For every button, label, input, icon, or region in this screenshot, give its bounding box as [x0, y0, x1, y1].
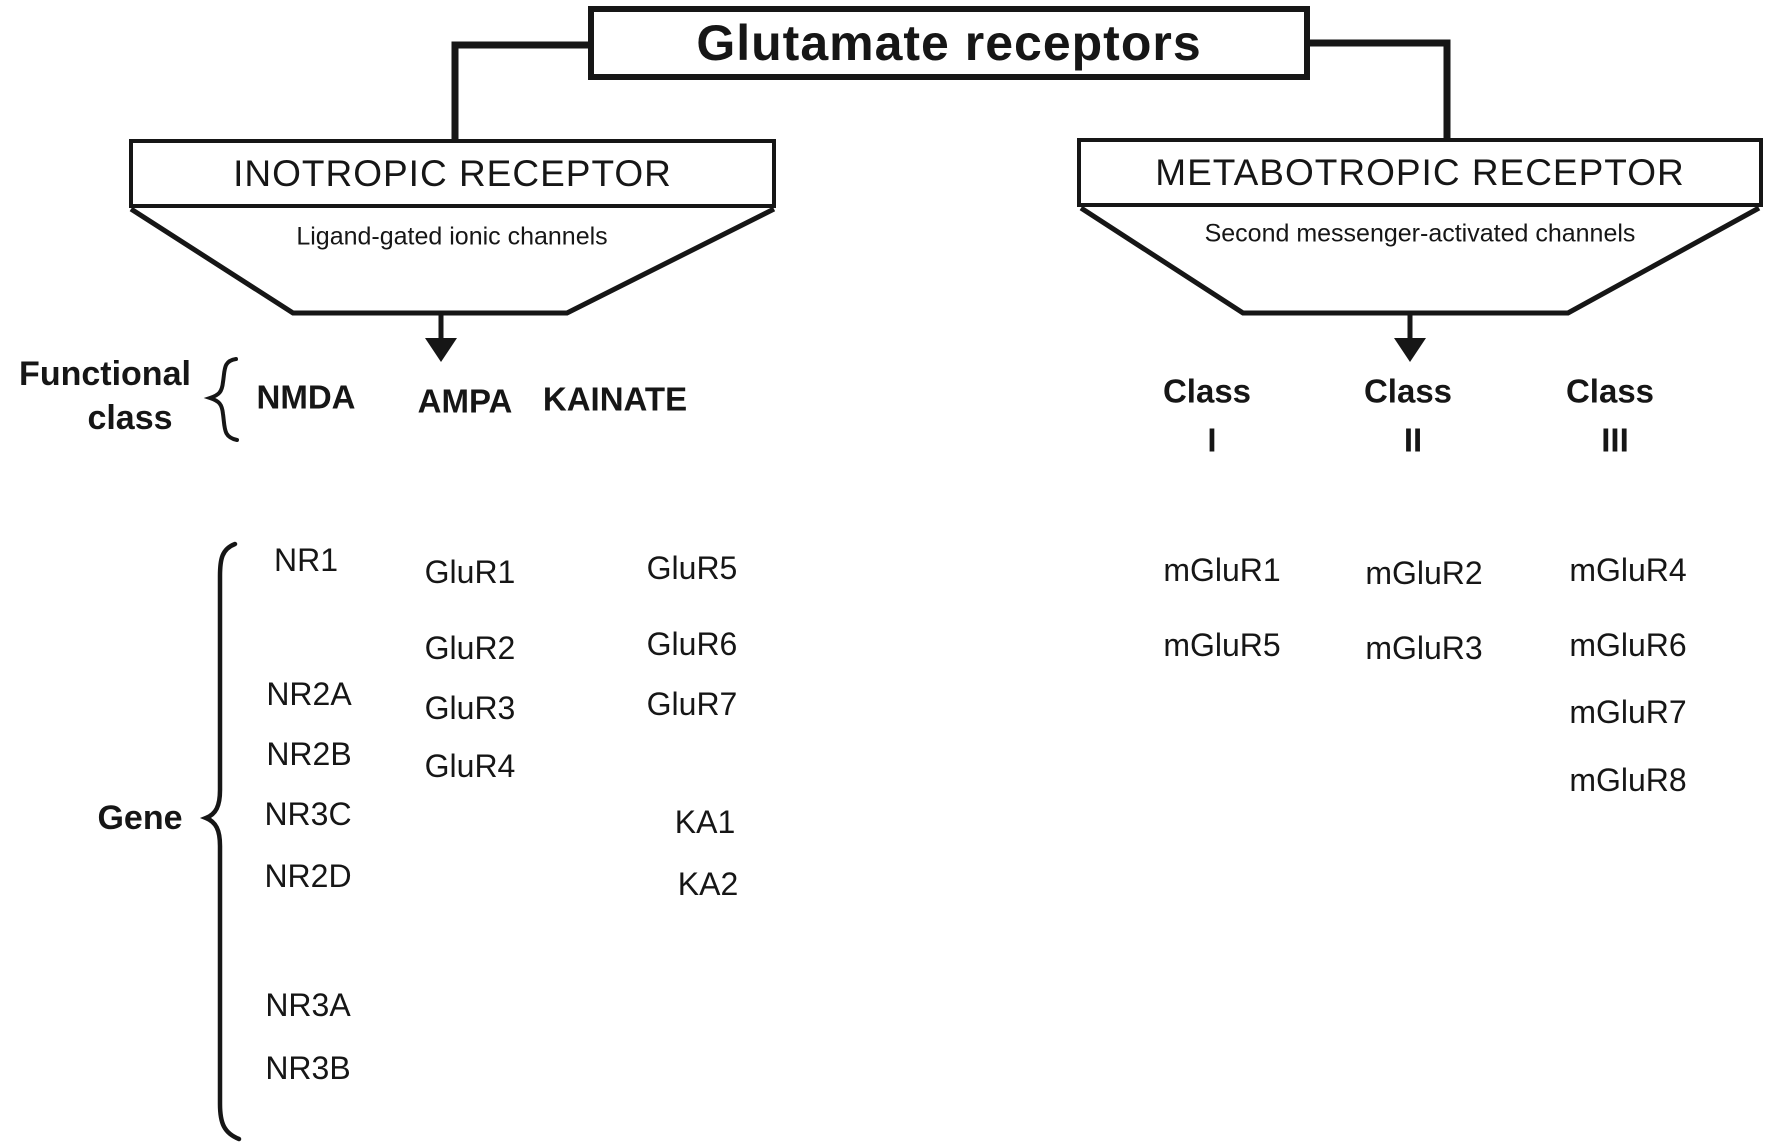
gene-glur1: GluR1: [424, 554, 516, 590]
gene-ka1: KA1: [674, 804, 736, 840]
class-i-header-numeral: I: [1207, 421, 1217, 459]
functional-class-brace: [203, 357, 239, 442]
gene-glur7: GluR7: [646, 686, 738, 722]
class-iii-header-numeral: III: [1601, 421, 1629, 459]
gene-mglur2: mGluR2: [1365, 555, 1483, 591]
gene-nr3b: NR3B: [265, 1050, 351, 1086]
connector-left: [451, 41, 590, 139]
gene-nr3c: NR3C: [264, 796, 352, 832]
metabotropic-receptor-node: METABOTROPIC RECEPTOR: [1077, 138, 1763, 207]
class-ii-header-word: Class: [1363, 372, 1453, 410]
gene-mglur1: mGluR1: [1163, 552, 1281, 588]
gene-nr2a: NR2A: [266, 676, 352, 712]
funnel-right: [1079, 205, 1761, 316]
gene-glur4: GluR4: [424, 748, 516, 784]
gene-mglur8: mGluR8: [1569, 762, 1687, 798]
gene-nr2b: NR2B: [266, 736, 352, 772]
connector-right: [1308, 39, 1451, 138]
class-i-header-word: Class: [1162, 372, 1252, 410]
functional-class-ampa: AMPA: [417, 382, 513, 420]
gene-nr2d: NR2D: [264, 858, 352, 894]
gene-glur2: GluR2: [424, 630, 516, 666]
gene-nr3a: NR3A: [265, 987, 351, 1023]
gene-glur6: GluR6: [646, 626, 738, 662]
class-iii-header-word: Class: [1565, 372, 1655, 410]
gene-label: Gene: [97, 799, 183, 837]
root-node-label: Glutamate receptors: [696, 15, 1202, 71]
ionotropic-receptor-node: INOTROPIC RECEPTOR: [129, 139, 776, 208]
arrow-down-left-icon: [425, 338, 457, 362]
arrow-down-right-icon: [1394, 338, 1426, 362]
gene-brace: [199, 541, 242, 1142]
gene-mglur7: mGluR7: [1569, 694, 1687, 730]
functional-class-label-line2: class: [87, 399, 173, 437]
gene-glur5: GluR5: [646, 550, 738, 586]
ionotropic-node-label: INOTROPIC RECEPTOR: [233, 152, 672, 194]
gene-mglur3: mGluR3: [1365, 630, 1483, 666]
gene-mglur5: mGluR5: [1163, 627, 1281, 663]
root-node-glutamate-receptors: Glutamate receptors: [588, 6, 1310, 80]
class-ii-header-numeral: II: [1403, 421, 1423, 459]
gene-glur3: GluR3: [424, 690, 516, 726]
gene-nr1: NR1: [273, 542, 339, 578]
functional-class-nmda: NMDA: [256, 378, 356, 416]
funnel-left: [129, 206, 776, 316]
metabotropic-node-label: METABOTROPIC RECEPTOR: [1155, 151, 1685, 193]
gene-ka2: KA2: [677, 866, 739, 902]
functional-class-label-line1: Functional: [19, 355, 191, 393]
functional-class-kainate: KAINATE: [542, 380, 688, 418]
gene-mglur6: mGluR6: [1569, 627, 1687, 663]
metabotropic-subtitle: Second messenger-activated channels: [1204, 219, 1636, 248]
ionotropic-subtitle: Ligand-gated ionic channels: [296, 222, 608, 251]
gene-mglur4: mGluR4: [1569, 552, 1687, 588]
